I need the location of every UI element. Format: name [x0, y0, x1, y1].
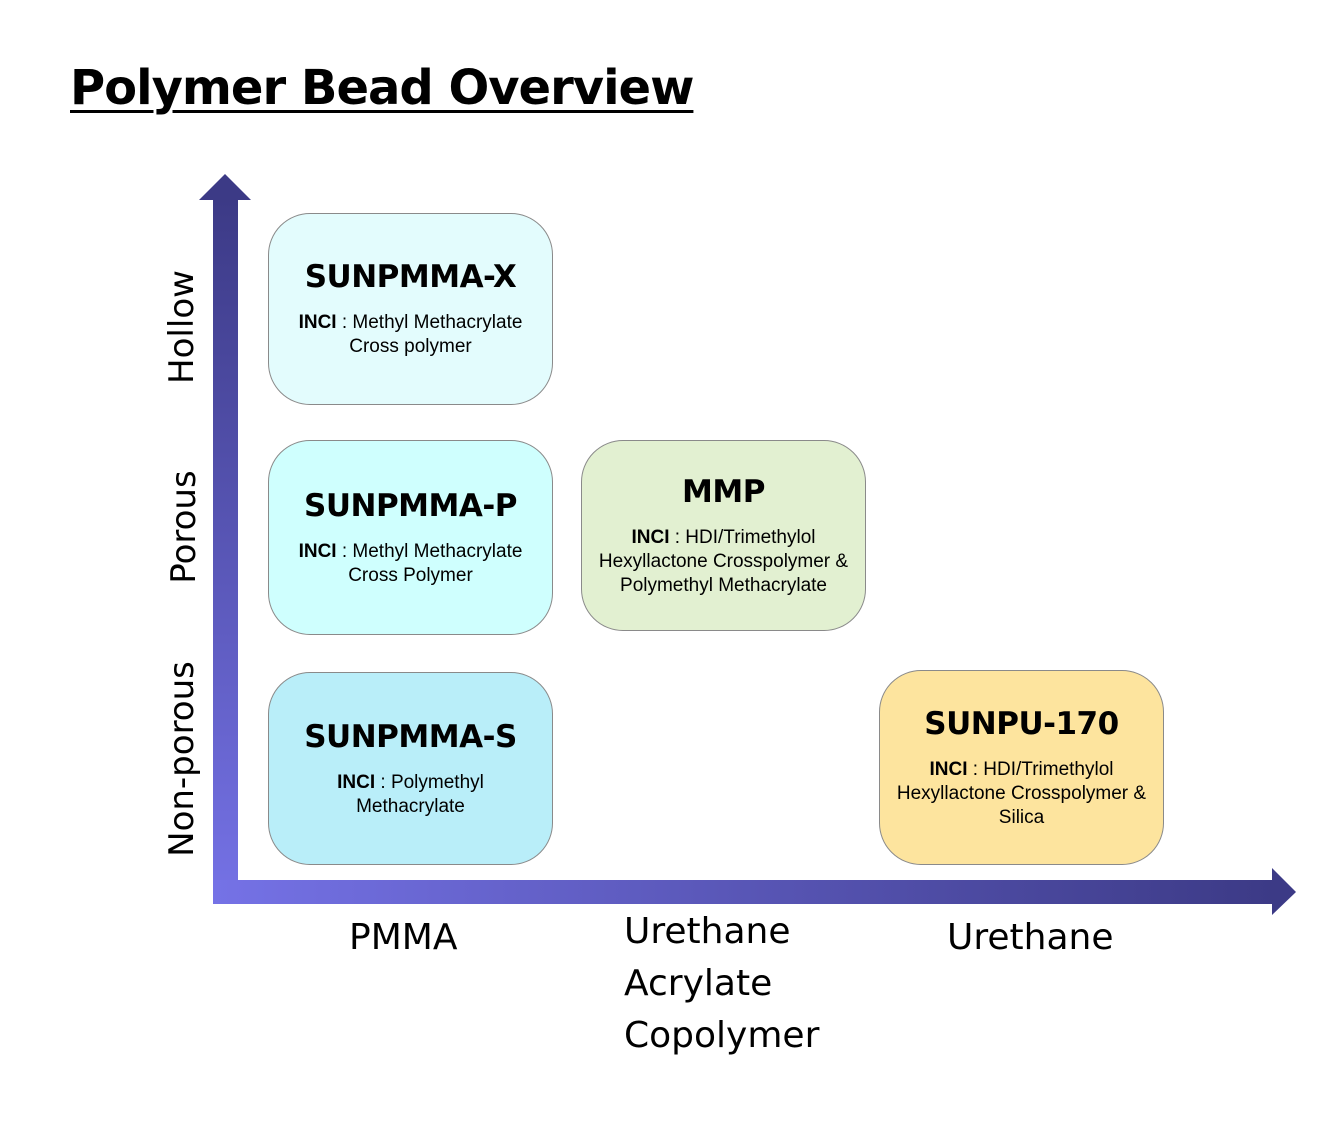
inci-text: : Polymethyl Methacrylate [356, 771, 484, 817]
product-card-sunpmma-x: SUNPMMA-X INCI : Methyl Methacrylate Cro… [268, 213, 553, 405]
inci-label: INCI [298, 312, 337, 333]
product-name: SUNPMMA-S [304, 718, 517, 755]
product-name: SUNPMMA-P [304, 487, 517, 524]
product-inci: INCI : Methyl Methacrylate Cross Polymer [269, 540, 552, 588]
product-card-sunpmma-s: SUNPMMA-S INCI : Polymethyl Methacrylate [268, 672, 553, 865]
inci-text: : Methyl Methacrylate Cross polymer [336, 312, 523, 357]
product-inci: INCI : Polymethyl Methacrylate [269, 771, 552, 819]
inci-text: : HDI/Trimethylol Hexyllactone Crosspoly… [896, 758, 1147, 828]
x-label-urethane: Urethane [947, 917, 1114, 958]
product-inci: INCI : HDI/Trimethylol Hexyllactone Cros… [582, 526, 865, 598]
y-label-porous: Porous [164, 470, 204, 584]
product-name: MMP [682, 473, 765, 510]
x-axis-shaft [213, 880, 1275, 904]
product-name: SUNPU-170 [924, 705, 1119, 742]
y-axis-shaft [213, 198, 238, 904]
y-label-non-porous: Non-porous [162, 661, 202, 857]
inci-text: : HDI/Trimethylol Hexyllactone Crosspoly… [598, 526, 849, 596]
product-inci: INCI : Methyl Methacrylate Cross polymer [269, 311, 552, 359]
inci-label: INCI [929, 758, 968, 780]
x-label-pmma: PMMA [349, 917, 458, 958]
product-card-sunpmma-p: SUNPMMA-P INCI : Methyl Methacrylate Cro… [268, 440, 553, 635]
product-name: SUNPMMA-X [304, 259, 517, 295]
x-label-urethane-acrylate-copolymer: Urethane Acrylate Copolymer [624, 911, 820, 1056]
inci-label: INCI [631, 526, 670, 548]
product-card-mmp: MMP INCI : HDI/Trimethylol Hexyllactone … [581, 440, 866, 631]
inci-text: : Methyl Methacrylate Cross Polymer [336, 540, 523, 586]
product-card-sunpu-170: SUNPU-170 INCI : HDI/Trimethylol Hexylla… [879, 670, 1164, 865]
inci-label: INCI [337, 771, 376, 793]
y-label-hollow: Hollow [162, 270, 202, 384]
product-inci: INCI : HDI/Trimethylol Hexyllactone Cros… [880, 758, 1163, 830]
inci-label: INCI [298, 540, 337, 562]
y-axis-arrowhead [199, 174, 251, 200]
x-axis-arrowhead [1272, 868, 1296, 915]
page-title: Polymer Bead Overview [70, 60, 694, 116]
